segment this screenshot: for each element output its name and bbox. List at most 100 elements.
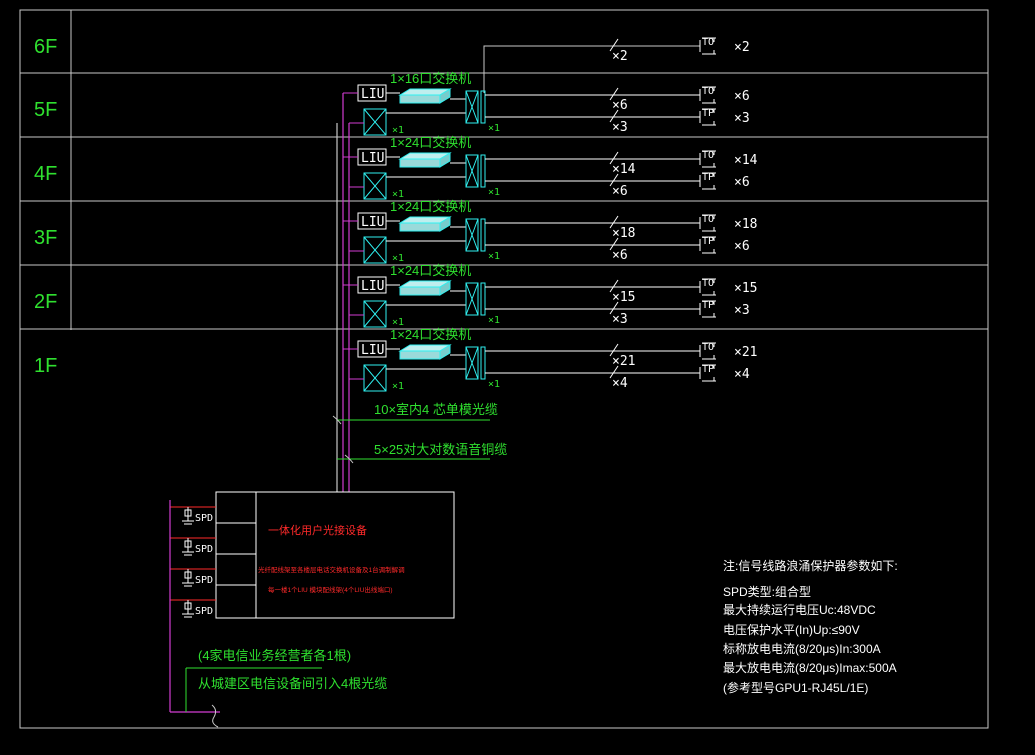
spd-unit: SPD: [170, 537, 216, 556]
spd-unit: SPD: [170, 568, 216, 587]
outlet-count: ×4: [734, 367, 750, 382]
risers: [336, 93, 350, 492]
copper-cable-label: 5×25对大对数语音铜缆: [374, 442, 507, 457]
switch-icon-side: [439, 88, 451, 104]
cable-slash: [609, 151, 619, 165]
spd-notes: 注:信号线路浪涌保护器参数如下: SPD类型:组合型 最大持续运行电压Uc:48…: [723, 558, 898, 695]
switch-label: 1×16口交换机: [390, 71, 471, 86]
spd-label: SPD: [195, 606, 213, 617]
spd-unit: SPD: [170, 506, 216, 525]
patch-panel: [363, 300, 387, 328]
distribution-frame-cross: [465, 218, 479, 252]
cable-slash: [609, 365, 619, 379]
liu-label: LIU: [361, 215, 384, 230]
patch-panel-cross: [363, 364, 387, 392]
switch-label: 1×24口交换机: [390, 135, 471, 150]
cable-count: ×3: [612, 312, 628, 327]
outlet-count: ×2: [734, 40, 750, 55]
incoming-note-1: (4家电信业务经营者各1根): [198, 648, 351, 663]
ground-icon: [182, 520, 194, 525]
spd-unit: SPD: [170, 599, 216, 618]
outlet-label: TP: [702, 364, 714, 375]
cable-slash: [609, 87, 619, 101]
distribution-bar: [480, 346, 486, 380]
cable-slash: [609, 38, 619, 52]
equipment-line-1: 光纤配线架至各楼层电话交换机设备及1台调制解调: [258, 565, 405, 574]
cable-slash: [609, 301, 619, 315]
outlet-count: ×3: [734, 111, 750, 126]
outlet-label: TO: [702, 37, 714, 48]
patch-panel: [363, 172, 387, 200]
switch-icon-side: [439, 344, 451, 360]
distribution-frame-cross: [465, 282, 479, 316]
outlet-label: TO: [702, 342, 714, 353]
distribution-bar: [480, 90, 486, 124]
cable-count: ×3: [612, 120, 628, 135]
cable-slash: [609, 343, 619, 357]
liu-label: LIU: [361, 343, 384, 358]
switch-label: 1×24口交换机: [390, 199, 471, 214]
cable-count: ×6: [612, 98, 628, 113]
switch-icon: [399, 350, 441, 360]
notes-title: 注:信号线路浪涌保护器参数如下:: [723, 558, 898, 573]
spd-icon: [184, 509, 192, 517]
spd-icon: [184, 540, 192, 548]
cable-count: ×14: [612, 162, 636, 177]
cable-count: ×2: [612, 49, 628, 64]
floor-label-3f: 3F: [34, 227, 57, 249]
distribution-frame: [465, 154, 479, 188]
frame-mult: ×1: [488, 251, 500, 262]
outlet-label: TO: [702, 278, 714, 289]
outlet-icon: [702, 278, 716, 296]
outlet-icon: [702, 364, 716, 382]
patch-panel-cross: [363, 172, 387, 200]
distribution-frame-cross: [465, 154, 479, 188]
distribution-frame: [465, 346, 479, 380]
incoming-note-2: 从城建区电信设备间引入4根光缆: [198, 676, 387, 691]
spd-icon: [184, 571, 192, 579]
notes-line-3: 电压保护水平(In)Up:≤90V: [723, 623, 860, 637]
outlet-icon: [702, 342, 716, 360]
switch-label: 1×24口交换机: [390, 327, 471, 342]
trunk-cables: 10×室内4 芯单模光缆 5×25对大对数语音铜缆: [332, 402, 507, 464]
frame-mult: ×1: [488, 379, 500, 390]
panel-mult: ×1: [392, 317, 404, 328]
notes-line-4: 标称放电电流(8/20μs)In:300A: [723, 641, 881, 656]
floor-rack-6f: ×2 TO ×2: [609, 37, 750, 64]
frame-mult: ×1: [488, 315, 500, 326]
ground-icon: [182, 582, 194, 587]
floor-label-1f: 1F: [34, 355, 57, 377]
outlet-count: ×14: [734, 153, 758, 168]
floor-label-4f: 4F: [34, 163, 57, 185]
frame-mult: ×1: [488, 123, 500, 134]
floor-label-5f: 5F: [34, 99, 57, 121]
spd-icon: [184, 602, 192, 610]
liu-label: LIU: [361, 279, 384, 294]
switch-icon: [399, 222, 441, 232]
switch-icon: [399, 286, 441, 296]
outlet-label: TO: [702, 86, 714, 97]
central-equipment: 一体化用户光接设备 光纤配线架至各楼层电话交换机设备及1台调制解调 每一楼1个L…: [215, 491, 455, 619]
outlet-icon: [702, 37, 716, 55]
outlet-count: ×18: [734, 217, 757, 232]
patch-panel: [363, 236, 387, 264]
distribution-bar: [480, 154, 486, 188]
floor-label-6f: 6F: [34, 36, 57, 58]
cable-slash: [609, 173, 619, 187]
equipment-line-2: 每一楼1个LIU 模块配线架(4个LIU出线端口): [268, 585, 393, 594]
floor-equipment: LIU×11×16口交换机×1×6TO×6×3TP×3LIU×11×24口交换机…: [343, 37, 758, 392]
spd-label: SPD: [195, 544, 213, 555]
switch-label: 1×24口交换机: [390, 263, 471, 278]
switch-icon-side: [439, 216, 451, 232]
ground-icon: [182, 613, 194, 618]
notes-line-6: (参考型号GPU1-RJ45L/1E): [723, 680, 868, 695]
cable-slash: [609, 279, 619, 293]
outlet-icon: [702, 86, 716, 104]
switch-icon: [399, 94, 441, 104]
notes-line-2: 最大持续运行电压Uc:48VDC: [723, 602, 876, 617]
distribution-frame-cross: [465, 346, 479, 380]
